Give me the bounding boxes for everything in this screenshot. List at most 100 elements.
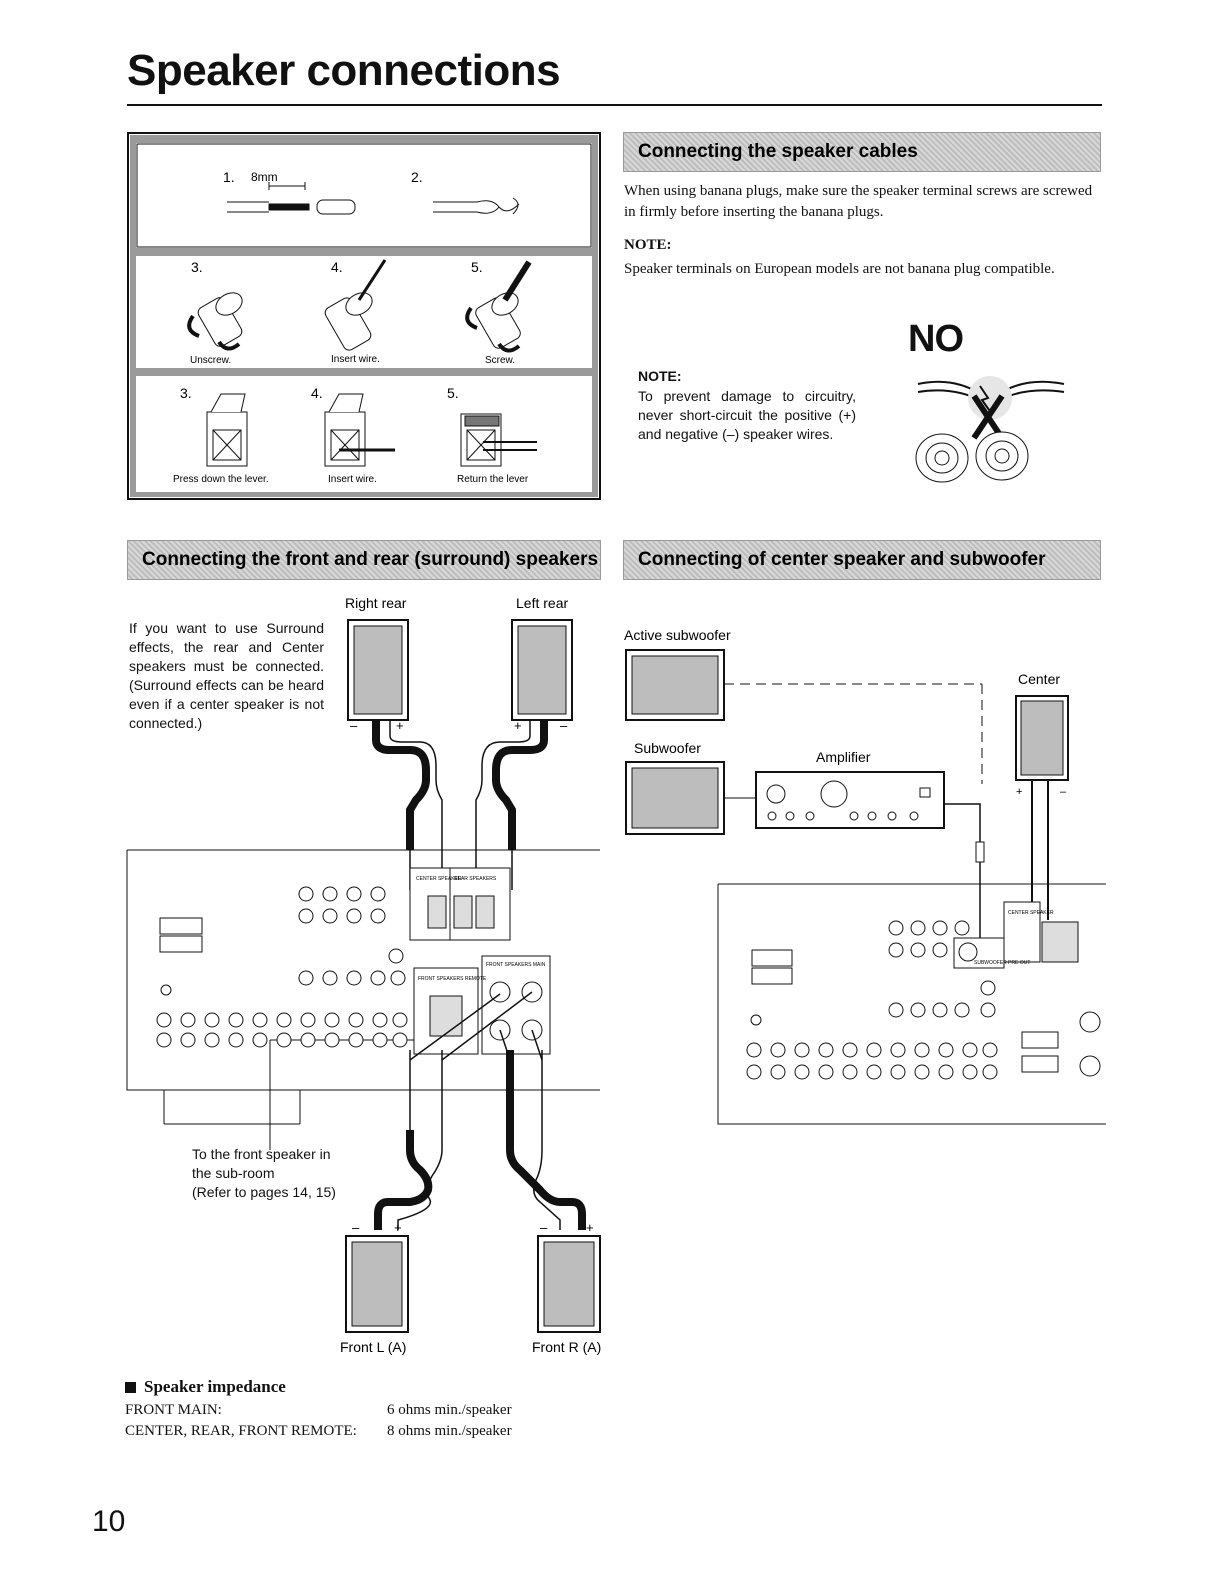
page-number: 10 [92,1505,126,1538]
active-subwoofer-label: Active subwoofer [624,627,731,643]
binding-post-icon [915,431,1029,483]
front-l-label: Front L (A) [340,1339,406,1355]
jack-rows-2 [750,920,1101,1077]
jack-row-top [160,886,406,996]
rr-minus: – [350,718,358,733]
subwoofer-out-label: SUBWOOFER PRE OUT [974,960,1030,966]
front-rear-wiring-diagram: Right rear Left rear – + + – CENTE [126,595,601,1355]
row3-caption4: Insert wire. [328,474,377,485]
row2-caption3: Unscrew. [190,355,231,366]
center-label: Center [1018,671,1060,687]
row3-step3: 3. [180,385,192,401]
terminal-screw-icon [465,260,532,353]
fr-plus: + [586,1220,594,1235]
center-sub-heading: Connecting of center speaker and subwoof… [638,549,1046,570]
amplifier-box [755,771,945,829]
lever-return-icon [460,413,537,467]
speaker-center [1015,695,1069,781]
center-terminal-block-2 [1003,901,1079,963]
row3-step5: 5. [447,385,459,401]
front-speakers-remote-label: FRONT SPEAKERS REMOTE [418,976,487,982]
rear-speakers-terminal-label: REAR SPEAKERS [454,876,497,882]
stripped-wire-icon [227,199,356,215]
step1-measure: 8mm [251,170,278,184]
center-plus: + [1016,786,1022,798]
jack-rows-bottom-2 [746,1042,998,1080]
row3-step4: 4. [311,385,323,401]
front-speaker-cables [374,991,586,1230]
note2-text: To prevent damage to circuitry, never sh… [638,388,856,442]
sub-room-note-1: To the front speaker in [192,1146,331,1162]
row2-caption4: Insert wire. [331,354,380,365]
active-subwoofer-box [625,649,725,721]
front-speakers-terminal-block [413,955,551,1055]
row3-caption3: Press down the lever. [173,474,269,485]
amplifier-label: Amplifier [816,749,871,765]
lever-insert-wire-icon [324,393,395,467]
title-rule [127,104,1102,106]
short-circuit-warning-illustration [915,376,1065,483]
lr-minus: – [560,718,568,733]
row2-step5: 5. [471,259,483,275]
fl-plus: + [394,1220,402,1235]
impedance-value: 6 ohms min./speaker [387,1402,512,1418]
front-rear-heading: Connecting the front and rear (surround)… [142,549,599,570]
impedance-label: FRONT MAIN: [125,1402,222,1418]
impedance-heading: Speaker impedance [144,1377,286,1396]
sub-room-note-2: the sub-room [192,1165,275,1181]
twisted-wire-icon [433,197,520,215]
subwoofer-box [625,761,725,835]
receiver-rear-panel-2 [717,883,1106,1125]
impedance-table: FRONT MAIN: 6 ohms min./speaker CENTER, … [125,1400,512,1442]
lever-press-icon [206,393,248,467]
row2-step4: 4. [331,259,343,275]
antenna-terminal-icon-2 [751,949,1059,1073]
row2-step3: 3. [191,259,203,275]
step1-number: 1. [223,169,235,185]
antenna-terminal-icon [159,917,203,953]
fl-minus: – [352,1220,360,1235]
note2-title: NOTE: [638,368,682,384]
cable-prep-panel: 1. 8mm 2. 3. 4. 5. Unscrew. Insert wi [127,132,601,500]
center-minus: – [1060,786,1067,798]
sub-room-note-3: (Refer to pages 14, 15) [192,1184,336,1200]
note1-text: Speaker terminals on European models are… [624,261,1055,277]
center-rear-terminal-block [409,867,511,941]
left-rear-label: Left rear [516,595,568,611]
impedance-label: CENTER, REAR, FRONT REMOTE: [125,1423,357,1439]
row2-caption5: Screw. [485,355,515,366]
note1-title: NOTE: [624,237,672,253]
terminal-insert-wire-icon [324,259,387,351]
speaker-right-rear [347,619,409,721]
impedance-row: CENTER, REAR, FRONT REMOTE: 8 ohms min./… [125,1421,512,1442]
page-title: Speaker connections [127,46,561,95]
speaker-front-left [345,1235,409,1333]
step2-number: 2. [411,169,423,185]
impedance-heading-row: Speaker impedance [125,1377,286,1397]
no-label: NO [908,318,964,360]
front-speakers-main-label: FRONT SPEAKERS MAIN [486,962,546,968]
terminal-unscrew-icon [187,292,243,351]
cables-paragraph: When using banana plugs, make sure the s… [624,183,1093,220]
impedance-value: 8 ohms min./speaker [387,1423,512,1439]
center-sub-heading-bar: Connecting of center speaker and subwoof… [623,540,1101,580]
cables-heading: Connecting the speaker cables [638,141,918,162]
subwoofer-out-jack [953,937,1005,969]
lr-plus: + [514,718,522,733]
rr-plus: + [396,718,404,733]
cables-heading-bar: Connecting the speaker cables [623,132,1101,172]
front-rear-heading-bar: Connecting the front and rear (surround)… [127,540,601,580]
rear-speaker-cables [372,720,548,890]
front-r-label: Front R (A) [532,1339,601,1355]
impedance-row: FRONT MAIN: 6 ohms min./speaker [125,1400,512,1421]
speaker-front-right [537,1235,601,1333]
surround-intro: If you want to use Surround effects, the… [129,620,324,731]
right-rear-label: Right rear [345,595,407,611]
center-subwoofer-wiring-diagram: Active subwoofer Center + – Subwoofer Am… [624,627,1106,1125]
fr-minus: – [540,1220,548,1235]
row3-caption5: Return the lever [457,474,529,485]
center-speaker-terminal-label: CENTER SPEAKER [416,876,462,882]
speaker-left-rear [511,619,573,721]
subwoofer-label: Subwoofer [634,740,701,756]
bullet-square-icon [125,1381,136,1393]
